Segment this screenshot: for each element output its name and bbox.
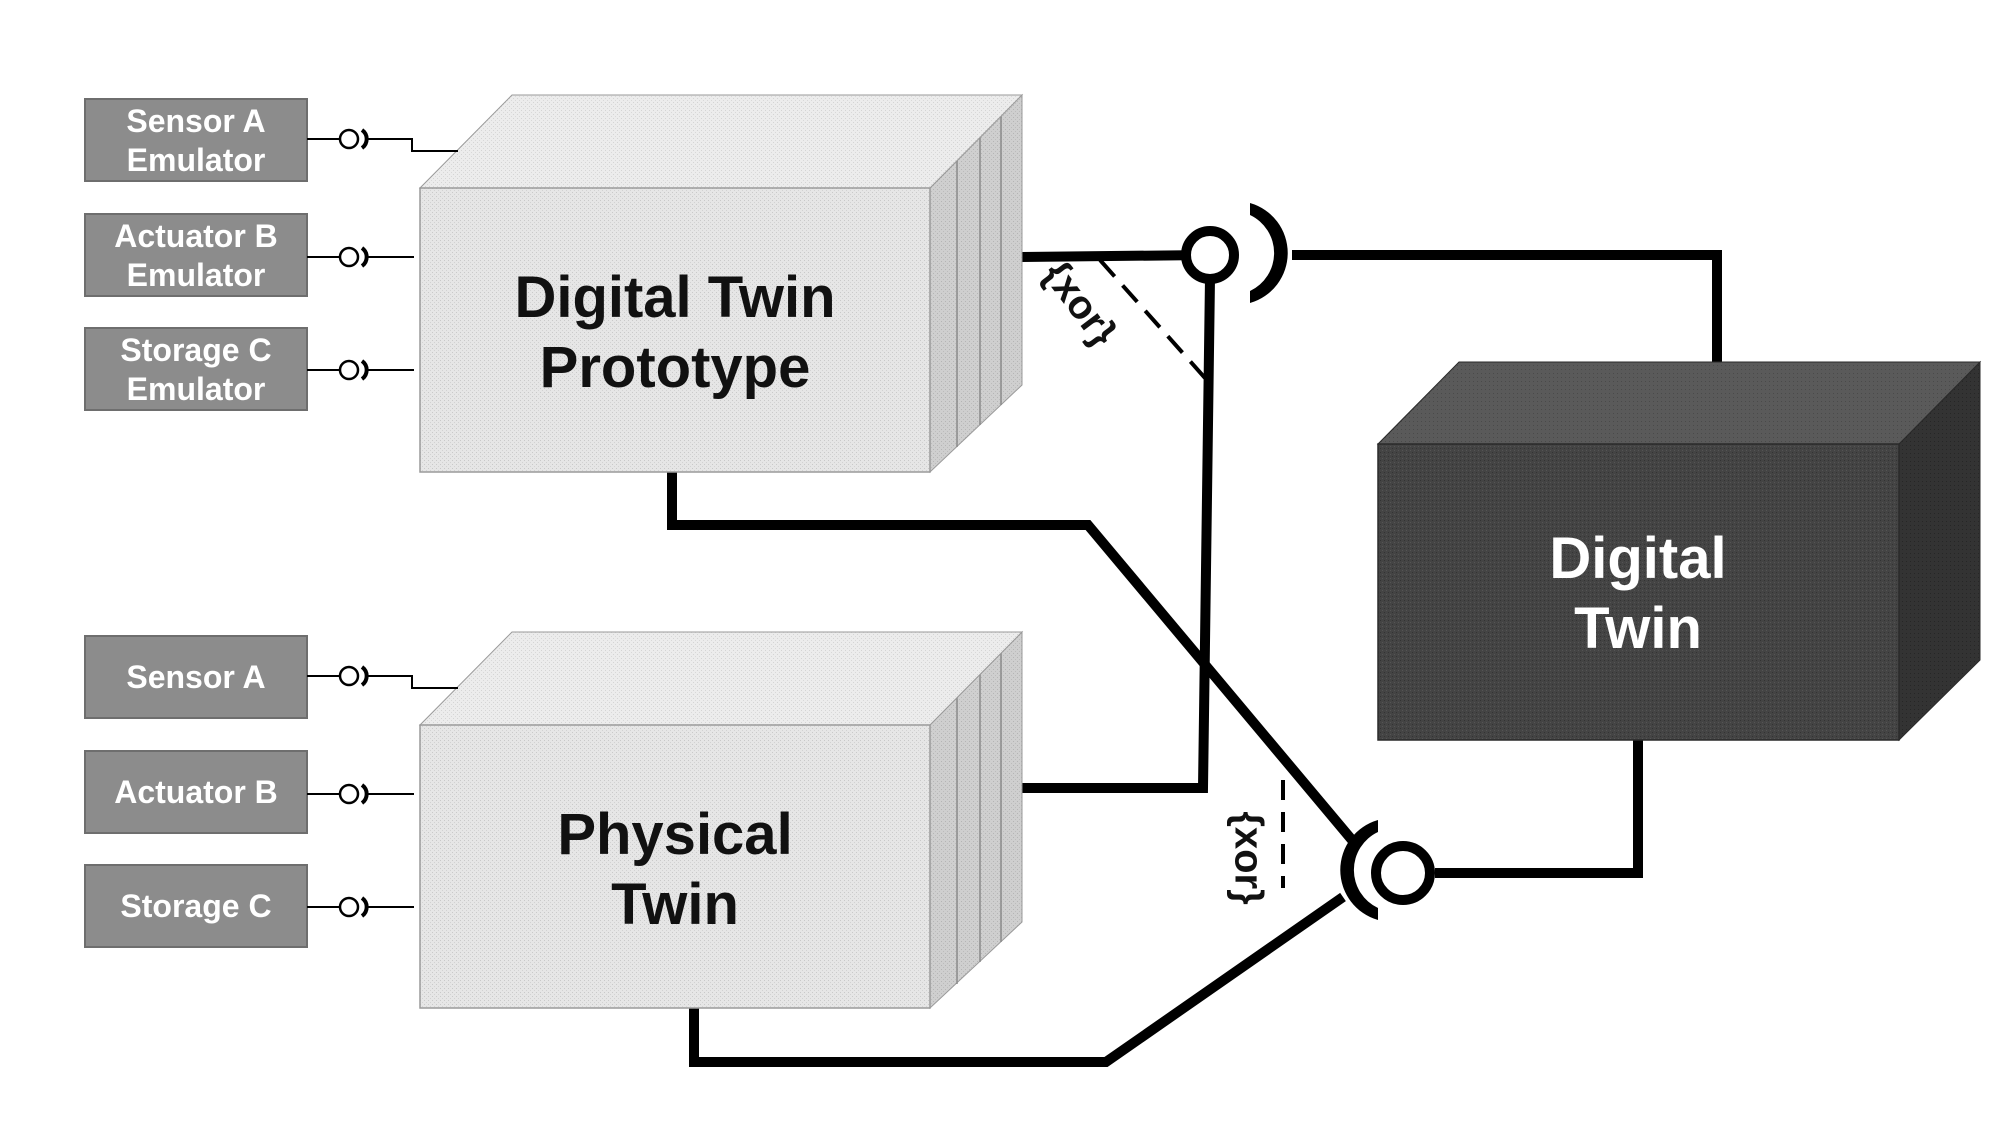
wire-prototype-to-bottom-interface [667, 472, 1356, 844]
component-sensor-a-emulator[interactable]: Sensor A Emulator [84, 98, 308, 182]
wire-prototype-to-top-interface [1021, 250, 1208, 262]
component-storage-c[interactable]: Storage C [84, 864, 308, 948]
component-storage-c-emulator[interactable]: Storage C Emulator [84, 327, 308, 411]
port-actuator-b [307, 783, 414, 805]
port-sensor-a-emulator [307, 128, 458, 152]
connections [667, 250, 1722, 1067]
storage-c-label: Storage C [120, 888, 271, 924]
port-actuator-b-emulator [307, 246, 414, 268]
component-sensor-a[interactable]: Sensor A [84, 635, 308, 719]
digital-twin-label-line1: Digital [1549, 526, 1726, 591]
top-xor-dashed-line [1098, 258, 1207, 380]
port-storage-c [307, 896, 414, 918]
component-actuator-b[interactable]: Actuator B [84, 750, 308, 834]
sensor-a-label: Sensor A [126, 659, 265, 695]
storage-c-emulator-line1: Storage C [120, 332, 271, 368]
digital-twin-prototype-node[interactable]: Digital Twin Prototype [418, 93, 1024, 474]
wire-top-interface-to-physical [1022, 277, 1215, 793]
physical-label-line1: Physical [557, 802, 792, 867]
top-required-socket [1250, 203, 1288, 303]
actuator-b-emulator-line2: Emulator [127, 257, 266, 293]
top-provided-ball [1181, 226, 1239, 284]
port-sensor-a [307, 665, 458, 689]
physical-twin-node[interactable]: Physical Twin [418, 630, 1024, 1010]
bottom-provided-ball [1371, 841, 1435, 905]
bottom-xor-label: {xor} [1226, 811, 1270, 904]
physical-label-line2: Twin [611, 872, 739, 937]
actuator-b-label: Actuator B [114, 774, 278, 810]
wire-bottom-interface-to-digital-twin [1435, 740, 1643, 878]
digital-twin-label-line2: Twin [1574, 596, 1702, 661]
port-storage-c-emulator [307, 359, 414, 381]
component-actuator-b-emulator[interactable]: Actuator B Emulator [84, 213, 308, 297]
bottom-required-socket [1340, 820, 1378, 920]
actuator-b-emulator-line1: Actuator B [114, 218, 278, 254]
top-xor-label: {xor} [1034, 253, 1125, 354]
prototype-label-line2: Prototype [540, 335, 811, 400]
sensor-a-emulator-line2: Emulator [127, 142, 266, 178]
sensor-a-emulator-line1: Sensor A [126, 103, 265, 139]
storage-c-emulator-line2: Emulator [127, 371, 266, 407]
bottom-interface: {xor} [1226, 780, 1435, 920]
wire-top-socket-to-digital-twin [1292, 250, 1722, 362]
wire-physical-to-bottom-interface [689, 892, 1346, 1067]
prototype-label-line1: Digital Twin [514, 265, 835, 330]
digital-twin-node[interactable]: Digital Twin [1376, 360, 1982, 742]
top-interface: {xor} [1034, 203, 1288, 380]
